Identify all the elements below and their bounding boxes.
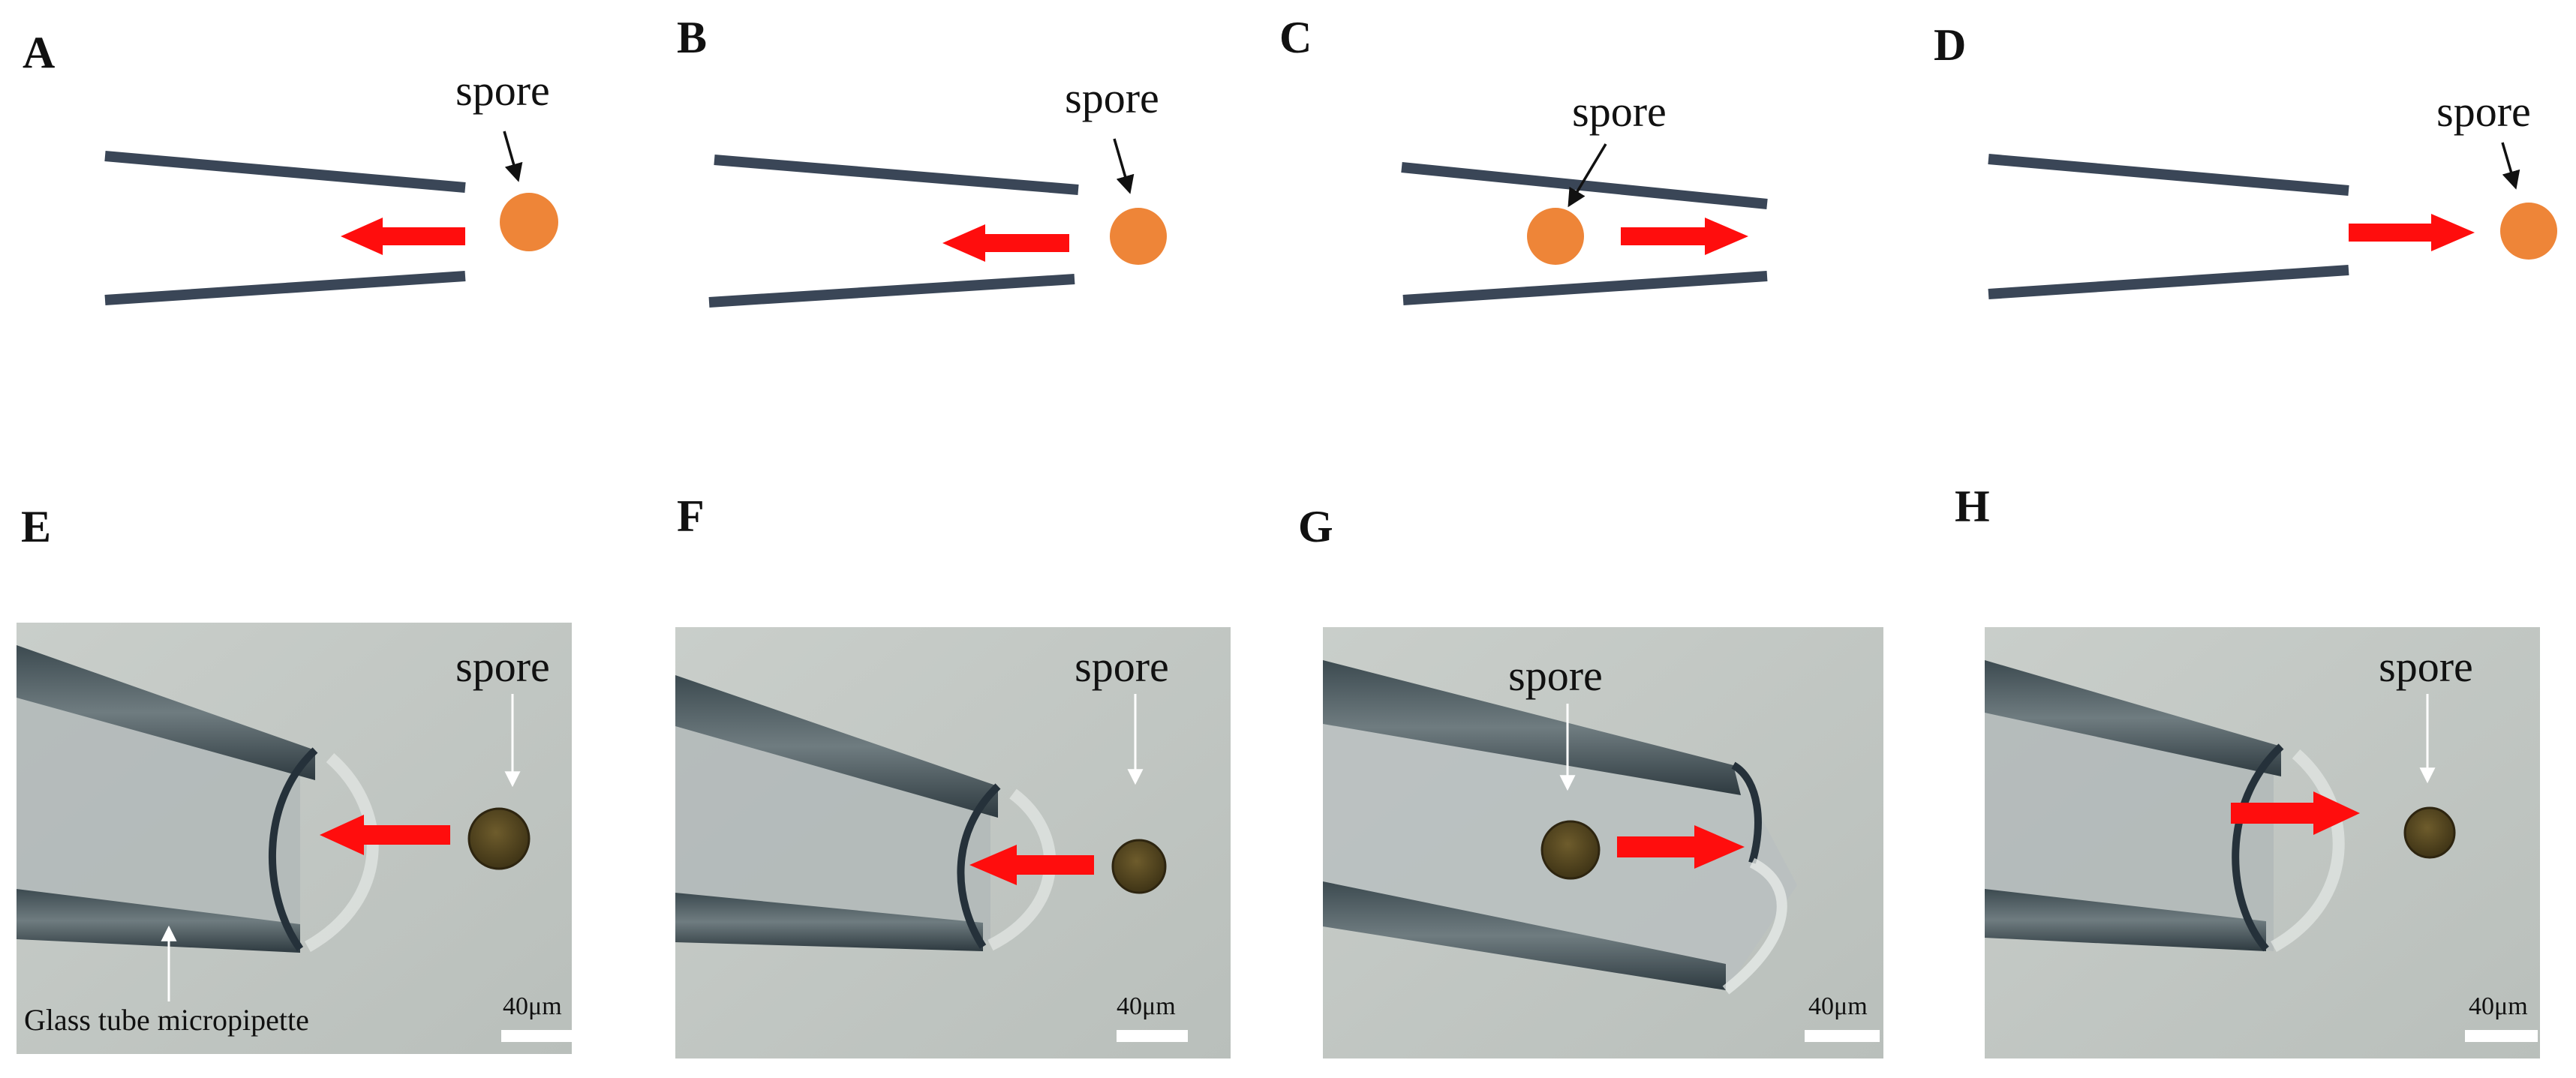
spore-label: spore — [1075, 642, 1169, 691]
panel-c: C spore — [1279, 13, 1768, 305]
pipette-lower-wall — [17, 889, 300, 953]
pipette-lower-wall — [104, 271, 466, 305]
pipette-upper-wall — [1988, 154, 2349, 196]
pipette-body — [675, 690, 990, 941]
spore-label: spore — [2379, 642, 2473, 691]
pipette-lower-wall — [708, 274, 1075, 308]
micrograph-e: spore Glass tube micropipette 40μm — [17, 623, 573, 1054]
suction-arrow — [942, 224, 1069, 262]
panel-letter-h: H — [1955, 482, 1990, 531]
suction-arrow — [969, 845, 1094, 885]
spore-label: spore — [1065, 74, 1159, 122]
spore-circle — [500, 193, 558, 251]
spore-label: spore — [1572, 87, 1667, 136]
panel-letter-b: B — [677, 13, 707, 62]
spore-label-arrow — [2501, 142, 2520, 190]
panel-letter-g: G — [1298, 502, 1333, 551]
scale-bar — [501, 1030, 573, 1042]
ejection-arrow — [1621, 218, 1748, 255]
ejection-arrow — [2231, 791, 2360, 835]
scale-bar-label: 40μm — [1117, 992, 1176, 1020]
spore-label-arrow — [1568, 143, 1607, 208]
pipette-lower-wall — [1323, 881, 1726, 990]
pipette-upper-wall — [104, 151, 466, 193]
spore-label: spore — [2436, 87, 2531, 136]
panel-a: A spore — [23, 28, 558, 305]
micrograph-h: spore 40μm — [1985, 627, 2540, 1058]
pipette-lower-wall — [1988, 265, 2349, 299]
micrograph-g: spore 40μm — [1323, 627, 1883, 1058]
panel-letter-c: C — [1279, 13, 1312, 62]
spore-photo — [1111, 839, 1167, 894]
pipette-tip-rim — [269, 747, 318, 951]
ejection-arrow — [2349, 214, 2475, 251]
pipette-upper-wall — [17, 645, 315, 780]
pipette-lower-wall — [1985, 889, 2266, 951]
scale-bar-label: 40μm — [1808, 992, 1868, 1020]
panel-letter-a: A — [23, 28, 55, 77]
pipette-upper-wall — [675, 675, 998, 818]
panel-g: G spore 40μm — [1298, 502, 1883, 1058]
pipette-lower-wall — [675, 893, 983, 951]
pipette-tip-rim — [2232, 743, 2284, 952]
spore-label: spore — [455, 66, 550, 115]
spore-circle — [1110, 208, 1167, 265]
pipette-upper-wall — [1985, 660, 2281, 776]
spore-label-arrow — [1113, 138, 1135, 194]
spore-label: spore — [1508, 651, 1603, 700]
spore-label-arrow — [503, 131, 523, 182]
panel-d: D spore — [1934, 20, 2557, 299]
panel-letter-d: D — [1934, 20, 1966, 70]
pipette-caption: Glass tube micropipette — [24, 1003, 309, 1037]
suction-arrow — [341, 218, 465, 255]
pipette-upper-wall — [1401, 162, 1768, 209]
micrograph-f: spore 40μm — [675, 627, 1231, 1058]
pipette-lower-wall — [1402, 271, 1768, 305]
scale-bar-label: 40μm — [2469, 992, 2528, 1020]
spore-photo — [2403, 806, 2456, 859]
panel-f: F spore 40μm — [675, 491, 1231, 1058]
panel-h: H spore 40μm — [1955, 482, 2540, 1058]
panel-letter-f: F — [677, 491, 705, 541]
spore-circle — [1527, 208, 1584, 265]
panel-letter-e: E — [21, 502, 51, 551]
spore-photo — [1540, 820, 1601, 880]
scale-bar — [2465, 1030, 2538, 1042]
pipette-tip-halo — [2271, 749, 2345, 952]
scale-bar — [1117, 1030, 1188, 1042]
scale-bar — [1805, 1030, 1880, 1042]
pipette-upper-wall — [1323, 660, 1741, 795]
spore-photo — [467, 807, 531, 870]
scale-bar-label: 40μm — [503, 992, 562, 1020]
pipette-tip-rim — [957, 783, 1001, 949]
panel-b: B spore — [677, 13, 1167, 308]
suction-arrow — [320, 815, 450, 855]
pipette-upper-wall — [714, 155, 1079, 195]
pipette-tip-rim — [1731, 761, 1762, 864]
spore-circle — [2500, 203, 2557, 260]
ejection-arrow — [1617, 825, 1745, 869]
pipette-tip-halo — [305, 752, 379, 952]
panel-e: E spore Glass tube micropipette 40μm — [17, 502, 573, 1054]
pipette-tip-edge — [1722, 857, 1787, 995]
spore-label: spore — [455, 642, 550, 691]
